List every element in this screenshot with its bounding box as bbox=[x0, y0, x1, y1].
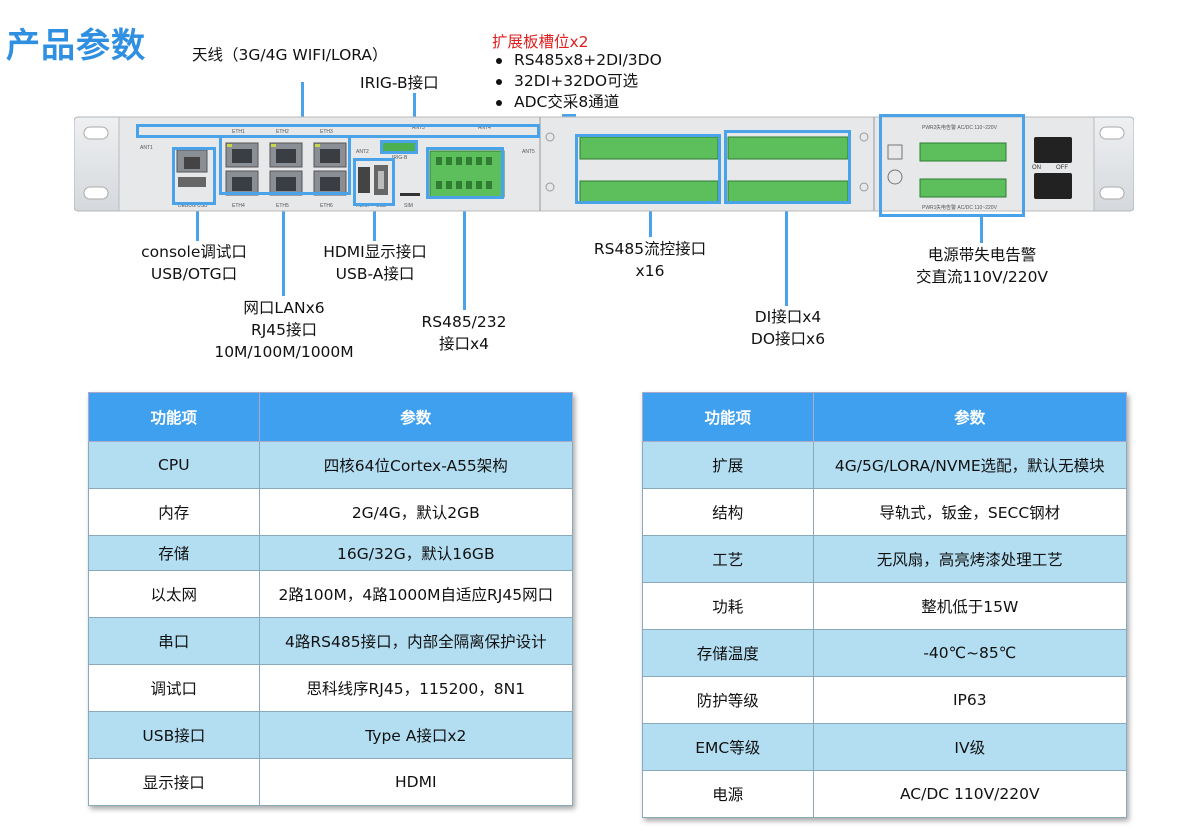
page-title: 产品参数 bbox=[6, 26, 146, 66]
svg-text:PWR2: PWR2 bbox=[922, 125, 937, 131]
svg-text:ANT3: ANT3 bbox=[412, 125, 425, 131]
svg-text:HDMI: HDMI bbox=[356, 203, 369, 209]
antenna-label: 天线（3G/4G WIFI/LORA） bbox=[192, 46, 388, 64]
dido-leader bbox=[785, 168, 788, 306]
table-header: 参数 bbox=[258, 392, 574, 442]
svg-text:SIM: SIM bbox=[404, 203, 413, 209]
antenna-leader bbox=[301, 82, 304, 124]
svg-text:ANT4: ANT4 bbox=[478, 125, 491, 131]
dido-highlight bbox=[724, 130, 851, 204]
svg-text:ETH5: ETH5 bbox=[276, 203, 289, 209]
hdmi-highlight bbox=[353, 158, 395, 206]
expansion-list: RS485x8+2DI/3DO 32DI+32DO可选 ADC交采8通道 bbox=[492, 50, 662, 113]
svg-text:IRIG-B: IRIG-B bbox=[392, 155, 408, 161]
table-row: 功耗整机低于15W bbox=[642, 582, 1128, 630]
svg-text:ETH6: ETH6 bbox=[320, 203, 333, 209]
hdmi-leader bbox=[373, 205, 376, 241]
hdmi-label: HDMI显示接口 USB-A接口 bbox=[323, 243, 427, 283]
svg-text:PWR1: PWR1 bbox=[922, 205, 937, 211]
svg-text:ETH3: ETH3 bbox=[320, 129, 333, 135]
dido-label: DI接口x4 DO接口x6 bbox=[750, 308, 826, 348]
console-leader bbox=[196, 205, 199, 241]
lan-highlight bbox=[219, 135, 351, 195]
svg-text:ANT5: ANT5 bbox=[522, 149, 535, 155]
table-row: 调试口思科线序RJ45，115200，8N1 bbox=[88, 664, 574, 712]
svg-text:OFF: OFF bbox=[1056, 165, 1068, 171]
svg-text:ANT2: ANT2 bbox=[356, 149, 369, 155]
expansion-item: 32DI+32DO可选 bbox=[492, 71, 662, 92]
table-row: 存储温度-40℃~85℃ bbox=[642, 629, 1128, 677]
table-header: 参数 bbox=[812, 392, 1128, 442]
lan-label: 网口LANx6 RJ45接口 10M/100M/1000M bbox=[214, 299, 354, 361]
svg-text:失电告警 AC/DC 110~220V: 失电告警 AC/DC 110~220V bbox=[936, 124, 998, 131]
rs485-flow-highlight bbox=[575, 134, 721, 204]
expansion-item: ADC交采8通道 bbox=[492, 92, 662, 113]
svg-text:失电告警 AC/DC 110~220V: 失电告警 AC/DC 110~220V bbox=[936, 204, 998, 211]
table-row: 结构导轨式，钣金，SECC钢材 bbox=[642, 488, 1128, 536]
irigb-highlight bbox=[380, 140, 418, 154]
console-label: console调试口 USB/OTG口 bbox=[141, 243, 247, 283]
svg-text:ETH2: ETH2 bbox=[276, 129, 289, 135]
irigb-label: IRIG-B接口 bbox=[360, 74, 439, 92]
svg-text:ANT1: ANT1 bbox=[140, 145, 153, 151]
expansion-leader bbox=[562, 114, 576, 117]
console-highlight bbox=[172, 147, 216, 205]
rs485-232-label: RS485/232 接口x4 bbox=[421, 313, 507, 353]
expansion-title: 扩展板槽位x2 bbox=[492, 33, 589, 51]
svg-text:ETH1: ETH1 bbox=[232, 129, 245, 135]
expansion-item: RS485x8+2DI/3DO bbox=[492, 50, 662, 71]
svg-text:ETH4: ETH4 bbox=[232, 203, 245, 209]
power-label: 电源带失电告警 交直流110V/220V bbox=[915, 246, 1049, 286]
table-row: 工艺无风扇，高亮烤漆处理工艺 bbox=[642, 535, 1128, 583]
power-highlight bbox=[879, 114, 1025, 217]
svg-text:DEBUG USB: DEBUG USB bbox=[178, 203, 208, 209]
lan-leader bbox=[282, 192, 285, 296]
svg-text:USB: USB bbox=[376, 203, 387, 209]
rs485-232-leader bbox=[463, 172, 466, 310]
svg-text:ON: ON bbox=[1032, 165, 1041, 171]
device-front-panel: ANT1 ANT2 ANT3 ANT4 ANT5 DEBUG USB ETH1 … bbox=[74, 116, 1134, 212]
rs485-flow-label: RS485流控接口 x16 bbox=[593, 240, 707, 280]
table-header: 功能项 bbox=[88, 392, 260, 442]
rs485-232-highlight bbox=[426, 147, 504, 199]
table-header: 功能项 bbox=[642, 392, 814, 442]
power-leader bbox=[980, 217, 983, 243]
